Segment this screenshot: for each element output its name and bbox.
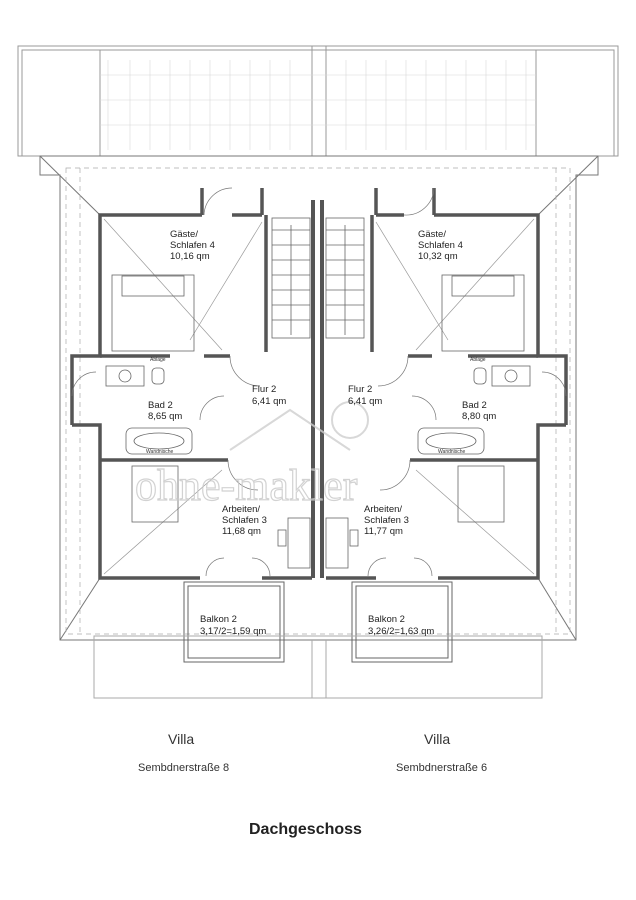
desk-right	[457, 465, 505, 523]
caption-left-title: Villa	[168, 731, 194, 747]
bathtub-left	[125, 427, 193, 455]
room-flur-left: Flur 2 6,41 qm	[252, 384, 286, 407]
room-arbeiten-left: Arbeiten/ Schlafen 3 11,68 qm	[222, 504, 270, 537]
right-unit-labels: Gäste/ Schlafen 4 10,32 qm Flur 2 6,41 q…	[348, 229, 496, 637]
page-title: Dachgeschoss	[249, 821, 362, 838]
watermark-text: ohne-makler	[135, 461, 358, 510]
roof-grid	[100, 60, 536, 150]
label-ablage-left: Ablage	[150, 357, 166, 363]
toilet-right	[473, 367, 487, 385]
room-gaeste-right: Gäste/ Schlafen 4 10,32 qm	[418, 229, 466, 262]
room-gaeste-left: Gäste/ Schlafen 4 10,16 qm	[170, 229, 218, 262]
room-bad-right: Bad 2 8,80 qm	[462, 400, 496, 422]
watermark-logo	[229, 401, 369, 451]
room-balkon-left: Balkon 2 3,17/2=1,59 qm	[200, 614, 266, 637]
roof-dash-lines	[65, 167, 571, 635]
roof-hip	[39, 155, 599, 641]
room-flur-right: Flur 2 6,41 qm	[348, 384, 382, 407]
bathtub-right	[417, 427, 485, 455]
label-wandnische-left: Wandnische	[146, 449, 174, 455]
stair-right	[325, 217, 365, 339]
bed-right	[441, 274, 525, 352]
room-bad-left: Bad 2 8,65 qm	[148, 400, 182, 422]
left-unit-labels: Gäste/ Schlafen 4 10,16 qm Flur 2 6,41 q…	[146, 229, 286, 637]
table-left	[287, 517, 311, 569]
stair-left	[271, 217, 311, 339]
sink-right	[491, 365, 531, 387]
doors	[71, 187, 567, 577]
walls	[70, 188, 568, 580]
sink-left	[105, 365, 145, 387]
table-right	[325, 517, 349, 569]
room-balkon-right: Balkon 2 3,26/2=1,63 qm	[368, 614, 434, 637]
room-arbeiten-right: Arbeiten/ Schlafen 3 11,77 qm	[364, 504, 412, 537]
label-ablage-right: Ablage	[470, 357, 486, 363]
roof-slope-lines	[103, 218, 535, 575]
label-wandnische-right: Wandnische	[438, 449, 466, 455]
balconies	[93, 581, 543, 699]
caption-left-address: Sembdnerstraße 8	[138, 762, 229, 774]
toilet-left	[151, 367, 165, 385]
desk-left	[131, 465, 179, 523]
furniture	[105, 274, 531, 569]
caption-right-address: Sembdnerstraße 6	[396, 762, 487, 774]
caption-right-title: Villa	[424, 731, 450, 747]
bed-left	[111, 274, 195, 352]
